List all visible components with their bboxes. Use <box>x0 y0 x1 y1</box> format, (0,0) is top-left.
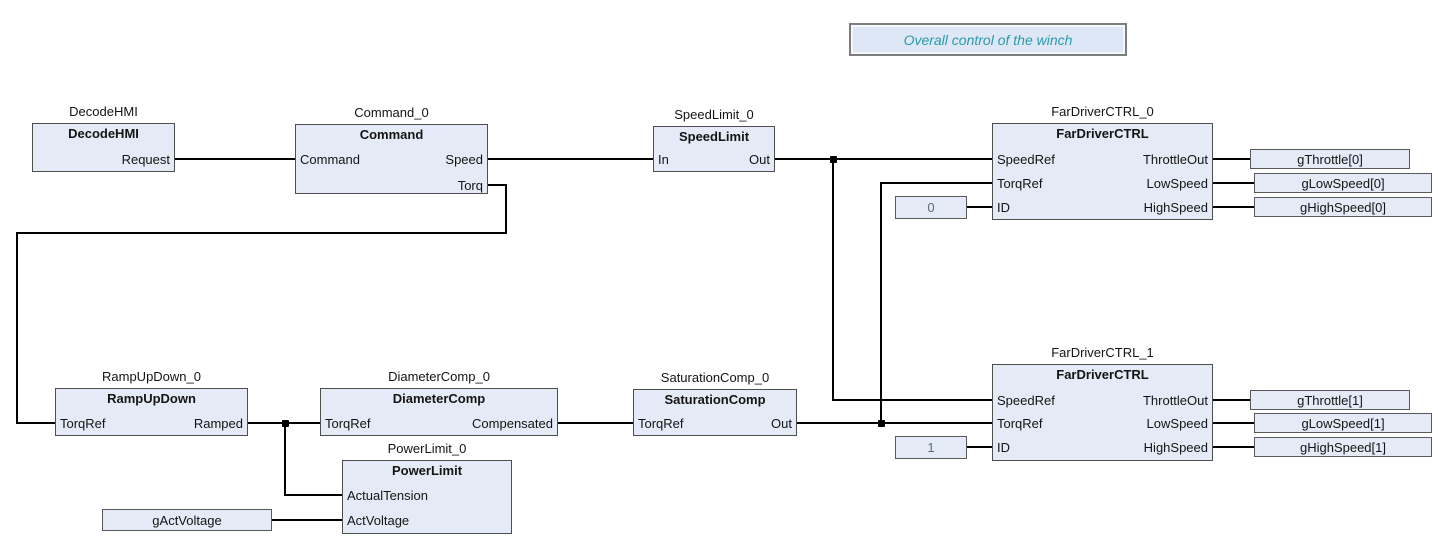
block-title: RampUpDown <box>107 391 196 406</box>
wire-segment <box>1213 422 1254 424</box>
wire-segment <box>832 158 834 401</box>
pin-out[interactable]: Out <box>749 152 770 167</box>
pin-lowspeed[interactable]: LowSpeed <box>1146 416 1208 431</box>
wire-segment <box>881 182 992 184</box>
pin-throttleout[interactable]: ThrottleOut <box>1142 393 1208 408</box>
wire-segment <box>967 206 992 208</box>
variable-box-glowspeed-1[interactable]: gLowSpeed[1] <box>1254 413 1432 433</box>
wire-segment <box>505 184 507 234</box>
instance-label-fardriverctrl-0[interactable]: FarDriverCTRL_0 <box>1051 104 1154 119</box>
wire-segment <box>175 158 295 160</box>
block-title: SaturationComp <box>664 392 766 407</box>
pin-torqref[interactable]: TorqRef <box>325 416 371 431</box>
wire-junction <box>878 420 885 427</box>
instance-label-rampupdown[interactable]: RampUpDown_0 <box>102 369 201 384</box>
wire-segment <box>285 494 342 496</box>
wire-segment <box>488 184 507 186</box>
function-block-saturationcomp[interactable]: SaturationComp TorqRef Out <box>633 389 797 436</box>
variable-box-gthrottle-1[interactable]: gThrottle[1] <box>1250 390 1410 410</box>
wire-junction <box>282 420 289 427</box>
pin-ramped[interactable]: Ramped <box>193 416 243 431</box>
pin-lowspeed[interactable]: LowSpeed <box>1146 176 1208 191</box>
wire-segment <box>17 232 507 234</box>
variable-box-ghighspeed-1[interactable]: gHighSpeed[1] <box>1254 437 1432 457</box>
instance-label-fardriverctrl-1[interactable]: FarDriverCTRL_1 <box>1051 345 1154 360</box>
wire-segment <box>284 422 286 496</box>
pin-speed[interactable]: Speed <box>445 152 483 167</box>
block-title: FarDriverCTRL <box>1056 126 1149 141</box>
pin-actvoltage[interactable]: ActVoltage <box>347 513 410 528</box>
wire-segment <box>775 158 992 160</box>
pin-command[interactable]: Command <box>300 152 360 167</box>
variable-box-gthrottle-0[interactable]: gThrottle[0] <box>1250 149 1410 169</box>
pin-speedref[interactable]: SpeedRef <box>997 393 1055 408</box>
wire-segment <box>17 422 55 424</box>
constant-box-id-0[interactable]: 0 <box>895 196 967 219</box>
pin-speedref[interactable]: SpeedRef <box>997 152 1055 167</box>
pin-compensated[interactable]: Compensated <box>472 416 553 431</box>
function-block-diametercomp[interactable]: DiameterComp TorqRef Compensated <box>320 388 558 436</box>
function-block-powerlimit[interactable]: PowerLimit ActualTension ActVoltage <box>342 460 512 534</box>
function-block-command[interactable]: Command Command Speed Torq <box>295 124 488 194</box>
wire-segment <box>558 422 633 424</box>
constant-box-id-1[interactable]: 1 <box>895 436 967 459</box>
instance-label-powerlimit[interactable]: PowerLimit_0 <box>387 441 467 456</box>
wire-segment <box>488 158 653 160</box>
function-block-fardriverctrl-1[interactable]: FarDriverCTRL SpeedRef ThrottleOut TorqR… <box>992 364 1213 461</box>
wire-segment <box>797 422 992 424</box>
block-title: SpeedLimit <box>678 129 750 144</box>
pin-highspeed[interactable]: HighSpeed <box>1143 200 1208 215</box>
instance-label-diametercomp[interactable]: DiameterComp_0 <box>388 369 490 384</box>
pin-torq[interactable]: Torq <box>457 178 483 193</box>
wire-segment <box>833 399 992 401</box>
pin-in[interactable]: In <box>658 152 669 167</box>
wire-junction <box>830 156 837 163</box>
wire-segment <box>1213 446 1254 448</box>
comment-box[interactable]: Overall control of the winch <box>849 23 1127 56</box>
variable-box-gactvoltage[interactable]: gActVoltage <box>102 509 272 531</box>
instance-label-saturationcomp[interactable]: SaturationComp_0 <box>660 370 770 385</box>
pin-throttleout[interactable]: ThrottleOut <box>1142 152 1208 167</box>
pin-id[interactable]: ID <box>997 200 1010 215</box>
pin-torqref[interactable]: TorqRef <box>997 176 1043 191</box>
pin-actualtension[interactable]: ActualTension <box>347 488 428 503</box>
block-title: DiameterComp <box>392 391 486 406</box>
wire-segment <box>1213 399 1250 401</box>
pin-request[interactable]: Request <box>121 152 170 167</box>
block-title: Command <box>359 127 424 142</box>
pin-torqref[interactable]: TorqRef <box>638 416 684 431</box>
block-title: DecodeHMI <box>68 126 139 141</box>
wire-segment <box>272 519 342 521</box>
pin-torqref[interactable]: TorqRef <box>997 416 1043 431</box>
instance-label-decodehmi[interactable]: DecodeHMI <box>69 104 138 119</box>
variable-box-glowspeed-0[interactable]: gLowSpeed[0] <box>1254 173 1432 193</box>
instance-label-command[interactable]: Command_0 <box>354 105 429 120</box>
wire-segment <box>967 446 992 448</box>
variable-box-ghighspeed-0[interactable]: gHighSpeed[0] <box>1254 197 1432 217</box>
function-block-rampupdown[interactable]: RampUpDown TorqRef Ramped <box>55 388 248 436</box>
function-block-fardriverctrl-0[interactable]: FarDriverCTRL SpeedRef ThrottleOut TorqR… <box>992 123 1213 220</box>
pin-id[interactable]: ID <box>997 440 1010 455</box>
instance-label-speedlimit[interactable]: SpeedLimit_0 <box>674 107 754 122</box>
wire-segment <box>16 232 18 424</box>
pin-highspeed[interactable]: HighSpeed <box>1143 440 1208 455</box>
wire-segment <box>1213 182 1254 184</box>
pin-out[interactable]: Out <box>771 416 792 431</box>
function-block-speedlimit[interactable]: SpeedLimit In Out <box>653 126 775 172</box>
wire-segment <box>880 182 882 424</box>
block-title: PowerLimit <box>391 463 463 478</box>
function-block-decodehmi[interactable]: DecodeHMI Request <box>32 123 175 172</box>
pin-torqref[interactable]: TorqRef <box>60 416 106 431</box>
wire-segment <box>1213 158 1250 160</box>
wire-segment <box>1213 206 1254 208</box>
block-title: FarDriverCTRL <box>1056 367 1149 382</box>
